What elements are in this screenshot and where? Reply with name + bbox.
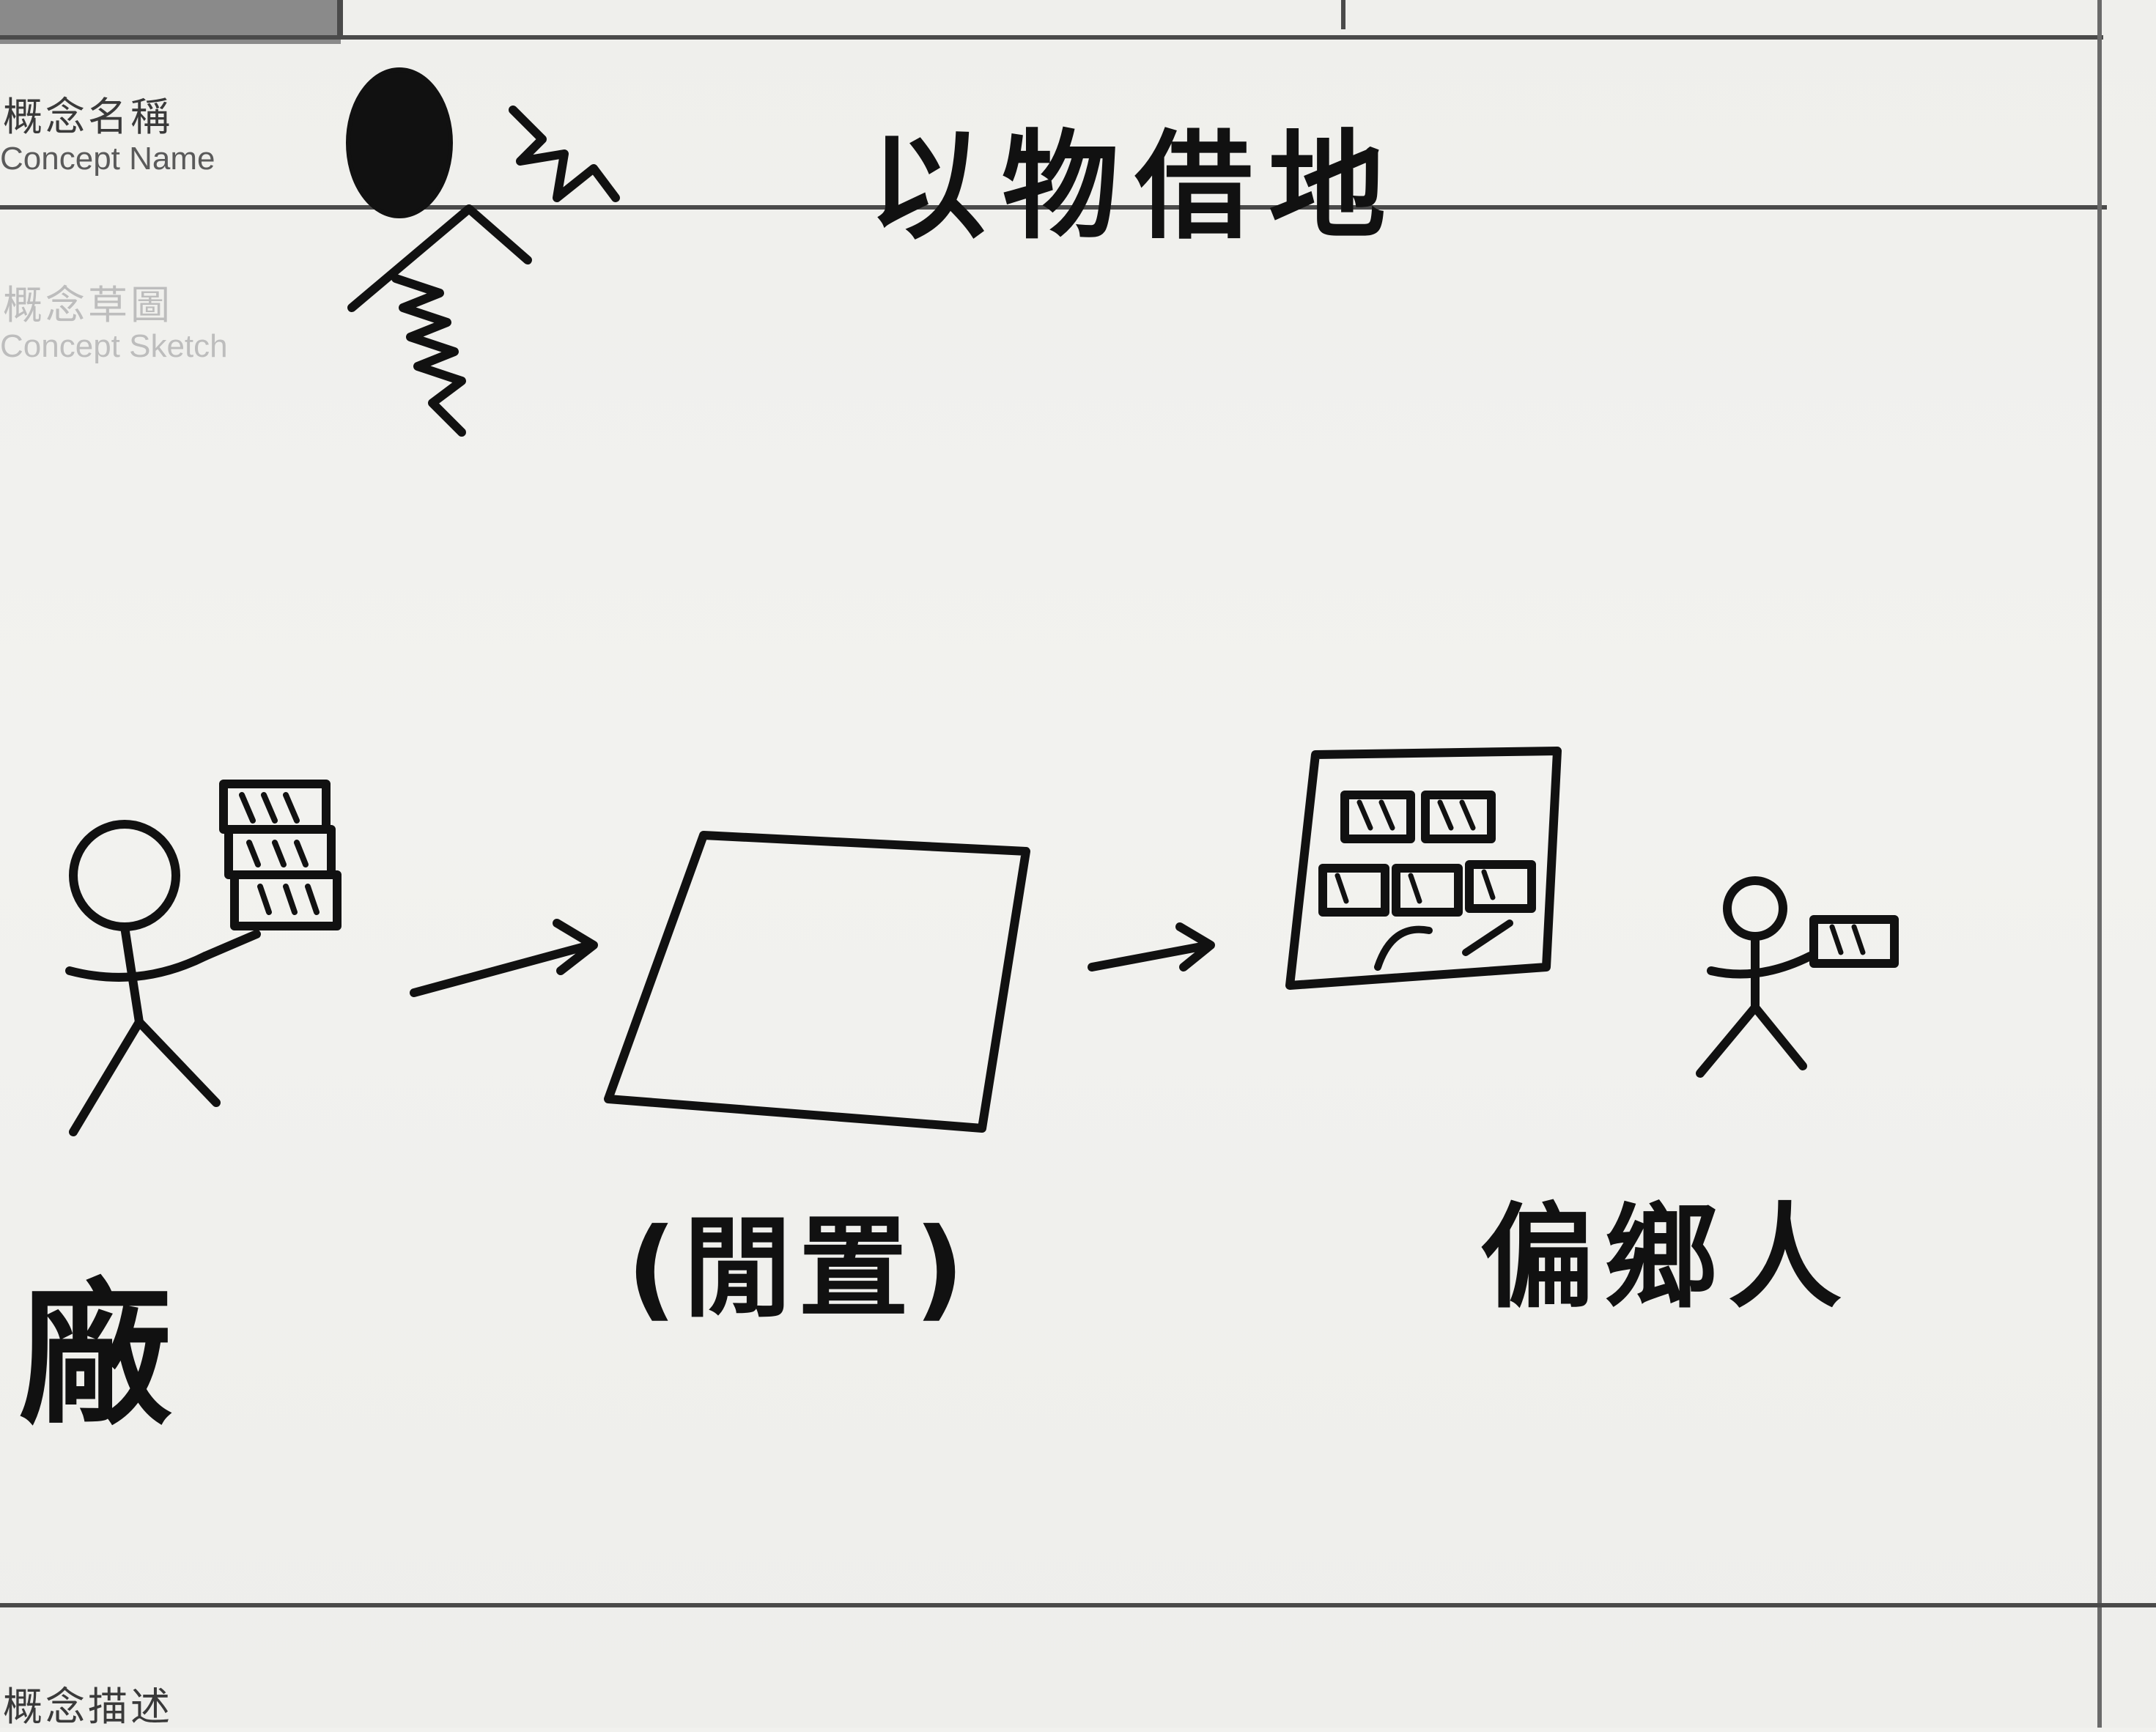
row-line-1 [0,35,2103,40]
right-figure-label: 偏鄉人 [1480,1191,1852,1324]
concept-description-label-zh: 概念描述 [3,1684,173,1730]
money-stack-3 [230,870,342,930]
arrow-2 [1088,922,1215,972]
left-figure-label: 廠 [18,1266,173,1446]
left-figure-head [69,820,180,931]
sketch-bottom-line [0,1603,2156,1607]
concept-name-handwritten: 以物借地 [868,118,1403,255]
idle-label: (閒置) [627,1205,971,1333]
concept-sketch-label-en: Concept Sketch [0,328,228,364]
top-divider-2 [1341,0,1345,29]
top-divider [337,0,343,38]
row-line-2 [0,205,2107,210]
filled-land-frame [1285,747,1562,990]
concept-name-label-zh: 概念名稱 [3,94,173,140]
idle-land-shape [604,831,1030,1133]
right-figure-bill [1809,915,1899,968]
concept-sketch-label-zh: 概念草圖 [3,282,173,328]
right-border [2097,0,2102,1728]
arrow-1 [410,919,598,997]
concept-name-label-en: Concept Name [0,141,215,177]
right-figure-head [1723,876,1787,941]
